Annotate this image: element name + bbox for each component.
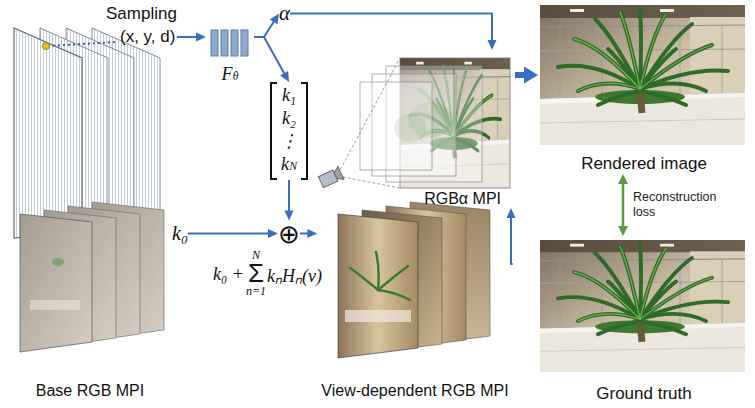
plus-symbol: ⊕: [278, 221, 300, 247]
mlp-layers: [231, 30, 238, 56]
mpi-caption: View-dependent RGB MPI: [321, 382, 508, 400]
arrowhead: [488, 40, 497, 50]
rgba-mpi-planes: [332, 167, 343, 182]
image-caption: Rendered image: [581, 154, 707, 174]
mlp-layers: [211, 30, 248, 56]
connector: [288, 180, 290, 213]
view-dependent-mpi: View-dependent RGB MPI: [317, 212, 512, 400]
connector: [622, 182, 625, 228]
connector: [290, 14, 492, 43]
rgba-mpi-planes: [318, 167, 344, 189]
arrowhead: [618, 174, 628, 184]
network-name: Fθ: [222, 64, 239, 85]
sample-point: [43, 42, 117, 50]
mpi-caption: RGBα MPI: [424, 190, 501, 208]
alpha-symbol: α: [279, 1, 290, 26]
photo: [540, 5, 745, 145]
arrowhead: [618, 226, 628, 236]
formula-term: n=1: [246, 284, 266, 299]
base-rgb-sheets: [20, 202, 164, 352]
view-dependent-sheets: [378, 290, 410, 300]
rgba-mpi-planes: [338, 176, 400, 188]
photo: [540, 240, 745, 372]
coefficient: k₁: [280, 84, 298, 107]
sampling-label: Sampling (x, y, d): [106, 4, 177, 47]
arrowhead: [307, 229, 317, 238]
rendered-image: Rendered image: [538, 2, 750, 174]
ground-truth-image: Ground truth: [538, 236, 750, 404]
arrowhead: [507, 208, 516, 218]
sampling-text: Sampling: [106, 4, 177, 24]
view-dependent-sheets: [338, 202, 490, 358]
connector: [254, 20, 275, 37]
mlp-layers: [221, 30, 228, 56]
base-mpi: Base RGB MPI: [8, 212, 172, 400]
rgba-mpi-planes: [318, 58, 510, 189]
connector: [254, 37, 285, 75]
view-dependent-sheets: [378, 266, 408, 290]
alpha-output: α: [279, 1, 290, 26]
rgba-mpi: RGBα MPI: [345, 50, 515, 208]
mpi-planes: [14, 28, 160, 238]
view-dependent-sheets: [376, 252, 379, 290]
coefficient: k₂: [280, 107, 298, 130]
image-caption: Ground truth: [596, 384, 691, 404]
coefficient-vector: k₁k₂⋮kN: [270, 82, 308, 180]
ellipsis: ⋮: [280, 130, 298, 153]
connector: [177, 36, 198, 38]
base-rgb-sheets: [20, 214, 92, 352]
view-dependent-sheets: [345, 310, 411, 322]
arrowhead: [270, 14, 279, 25]
formula-term: kₙHₙ(v): [267, 263, 322, 287]
coordinate-text: (x, y, d): [120, 27, 177, 47]
base-rgb-sheets: [30, 300, 80, 310]
photo: [540, 5, 745, 372]
sum-operator: ⊕: [278, 221, 300, 247]
sample-point: [48, 42, 116, 46]
connector: [188, 233, 270, 235]
arrowhead: [268, 229, 278, 238]
coefficient: kN: [280, 153, 298, 178]
edge-label: Reconstruction loss: [633, 190, 723, 220]
mpi-caption: Base RGB MPI: [36, 382, 144, 400]
rgba-mpi-planes: [338, 58, 400, 174]
mlp-layers: [211, 30, 218, 56]
view-dependent-sheets: [338, 214, 418, 358]
base-coefficient: k₀: [172, 222, 188, 245]
base-rgb-sheets: [52, 258, 64, 266]
view-dependent-sheets: [350, 252, 410, 300]
arrowhead: [285, 211, 294, 221]
formula-term: k₀ +: [213, 264, 244, 285]
arrowhead: [280, 71, 289, 82]
arrowhead: [524, 67, 538, 84]
mlp-layers: [241, 30, 248, 56]
coefficient: k₀: [172, 222, 188, 245]
connector: [511, 216, 513, 264]
arrowhead: [196, 33, 206, 42]
rgba-mpi-planes: [360, 82, 432, 170]
view-dependent-sheets: [350, 268, 378, 290]
sample-point: [43, 43, 50, 50]
mlp-network: Fθ: [206, 27, 254, 85]
